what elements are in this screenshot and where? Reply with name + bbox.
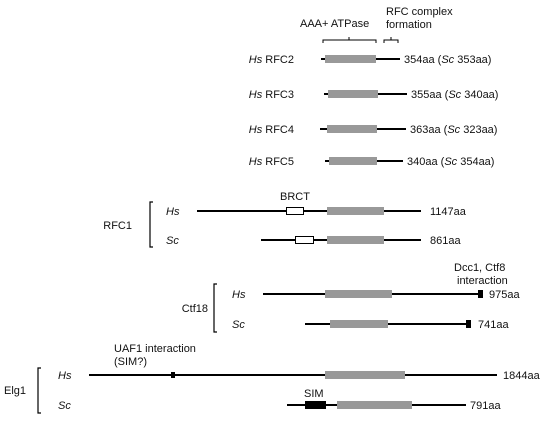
rfc4-length: 363aa (Sc 323aa) [410,124,497,136]
rfc-complex-bracket [383,37,399,43]
rfc1-sc-species: Sc [166,235,179,247]
rfc1-brct-label: BRCT [280,191,310,203]
rfc2-label: Hs RFC2 [249,54,294,66]
elg1-group-label: Elg1 [4,385,26,397]
rfc5-atpase-domain [329,157,377,165]
rfc2-atpase-domain [325,55,376,63]
rfc1-group-label: RFC1 [103,220,132,232]
rfc1-hs-species: Hs [166,206,180,218]
elg1-hs-species: Hs [58,370,72,382]
rfc2-length: 354aa (Sc 353aa) [404,54,491,66]
elg1-note-line1: UAF1 interaction [114,343,196,355]
elg1-group: UAF1 interaction (SIM?) Elg1 Hs 1844aa S… [4,343,541,414]
aaa-atpase-bracket [322,37,377,43]
elg1-sc-sim-domain [305,401,326,409]
rfc3-label: Hs RFC3 [249,89,294,101]
ctf18-hs-length: 975aa [489,289,520,301]
rfc1-sc-length: 861aa [430,235,461,247]
rfc-complex-label-line1: RFC complex [386,6,453,18]
rfc4-row: Hs RFC4 363aa (Sc 323aa) [249,124,498,136]
rfc1-hs-atpase-domain [327,207,384,215]
rfc1-hs-brct-domain [286,207,304,215]
ctf18-hs-species: Hs [232,289,246,301]
elg1-sc-length: 791aa [470,400,501,412]
ctf18-group-label: Ctf18 [182,303,208,315]
ctf18-group: Dcc1, Ctf8 interaction Ctf18 Hs 975aa Sc… [182,262,520,333]
rfc5-row: Hs RFC5 340aa (Sc 354aa) [249,156,495,168]
ctf18-hs-atpase-domain [325,290,392,298]
ctf18-note-line1: Dcc1, Ctf8 [454,262,505,274]
ctf18-sc-length: 741aa [478,319,509,331]
rfc5-label: Hs RFC5 [249,156,294,168]
elg1-group-bracket [37,367,41,414]
ctf18-group-bracket [213,283,217,333]
elg1-hs-length: 1844aa [503,370,541,382]
elg1-sc-atpase-domain [337,401,412,409]
elg1-hs-sim-motif [171,372,175,378]
rfc4-atpase-domain [327,125,377,133]
ctf18-note-line2: interaction [457,275,508,287]
ctf18-sc-species: Sc [232,319,245,331]
elg1-sc-species: Sc [58,400,71,412]
rfc1-hs-length: 1147aa [430,206,467,218]
elg1-sim-label: SIM [304,388,324,400]
rfc1-group: RFC1 BRCT Hs 1147aa Sc 861aa [103,191,467,248]
rfc3-length: 355aa (Sc 340aa) [411,89,498,101]
rfc-complex-label-line2: formation [386,19,432,31]
rfc4-label: Hs RFC4 [249,124,294,136]
ctf18-sc-atpase-domain [330,320,388,328]
rfc3-row: Hs RFC3 355aa (Sc 340aa) [249,89,499,101]
rfc1-sc-brct-domain [295,236,314,244]
rfc1-group-bracket [149,201,153,248]
ctf18-sc-interaction-motif [466,320,471,328]
rfc1-sc-atpase-domain [327,236,384,244]
rfc5-length: 340aa (Sc 354aa) [407,156,494,168]
rfc2-row: Hs RFC2 354aa (Sc 353aa) [249,54,492,66]
elg1-hs-atpase-domain [325,371,405,379]
elg1-note-line2: (SIM?) [114,356,147,368]
ctf18-hs-interaction-motif [478,290,483,298]
aaa-atpase-label: AAA+ ATPase [300,18,369,30]
rfc3-atpase-domain [328,90,378,98]
